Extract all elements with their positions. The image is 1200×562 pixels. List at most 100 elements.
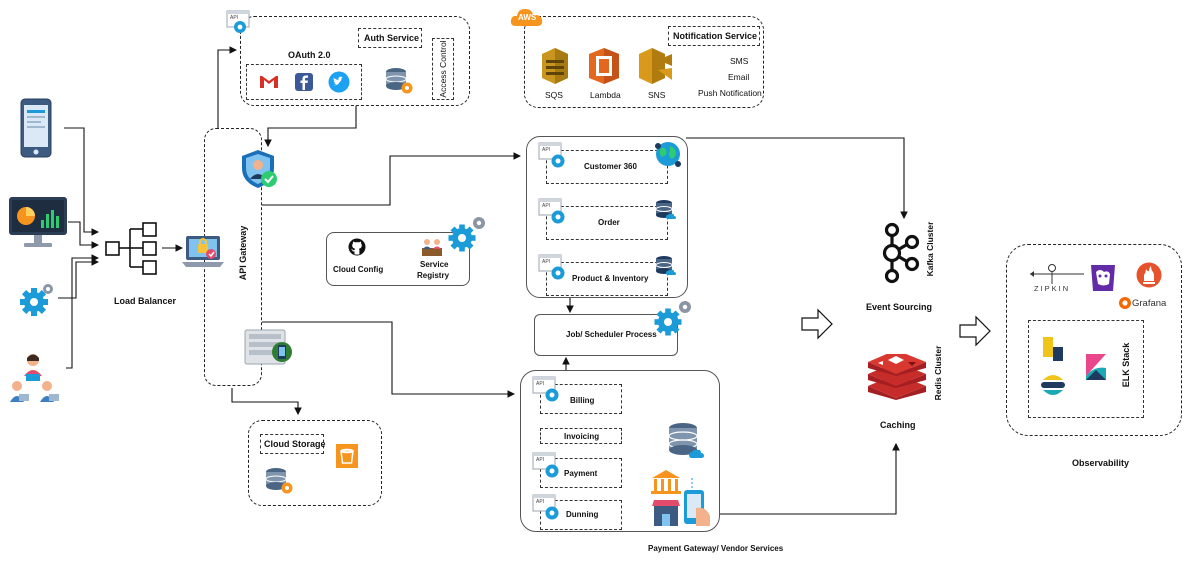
- twitter-logo: [328, 71, 350, 93]
- grafana-icon: [1119, 297, 1131, 309]
- scheduler-gears: [652, 296, 696, 338]
- load-balancer-label: Load Balancer: [114, 296, 177, 306]
- beats-icon: [1043, 337, 1063, 361]
- payment-gateway-icons: [648, 468, 714, 530]
- datadog-icon: [1091, 265, 1115, 291]
- users-icon: [10, 354, 59, 402]
- product-inventory-label: Product & Inventory: [572, 274, 649, 283]
- gmail-logo: [258, 72, 280, 92]
- caching-label: Caching: [880, 420, 916, 430]
- config-registry-container: [326, 232, 470, 286]
- grafana-logo: [1118, 296, 1132, 310]
- auth-api-tag: API: [226, 10, 254, 36]
- database-cloud-icon: [655, 256, 676, 275]
- billing-api-tag: API: [532, 376, 562, 404]
- service-customer-360: [546, 150, 668, 184]
- twitter-icon: [328, 71, 350, 93]
- sns-icon: [639, 48, 672, 84]
- gateway-laptop: [180, 226, 226, 272]
- kafka-cluster-label: Kafka Cluster: [925, 221, 935, 277]
- gateway-server: [244, 328, 296, 368]
- storage-database: [264, 466, 296, 496]
- kafka-logo: [876, 222, 920, 284]
- kibana-logo: [1084, 352, 1108, 382]
- laptop-lock-icon: [182, 236, 224, 267]
- channel-sms: SMS: [730, 56, 749, 66]
- api-window-icon: [538, 254, 565, 280]
- order-api-label: API: [542, 203, 551, 209]
- event-sourcing-label: Event Sourcing: [866, 302, 933, 312]
- dunning-box: [540, 500, 622, 530]
- gmail-icon: [260, 76, 278, 88]
- github-logo: [348, 238, 366, 256]
- database-cloud-icon: [655, 200, 676, 219]
- service-registry-label-1: Service: [420, 260, 449, 269]
- notification-title: Notification Service: [673, 31, 758, 41]
- invoicing-box: [540, 428, 622, 444]
- prometheus-logo: [1136, 262, 1162, 288]
- sqs-label: SQS: [545, 90, 563, 100]
- order-label: Order: [598, 218, 620, 227]
- payment-label: Payment: [564, 469, 598, 478]
- client-service: [18, 280, 56, 318]
- bank-shop-mobile-icon: [651, 470, 710, 526]
- billing-api-label: API: [536, 381, 545, 387]
- customer-360-label: Customer 360: [584, 162, 637, 171]
- scheduler-label: Job/ Scheduler Process: [566, 330, 657, 339]
- service-product-inventory: [546, 262, 668, 296]
- product-database: [654, 254, 678, 278]
- order-database: [654, 198, 678, 222]
- client-users: [6, 352, 66, 406]
- oauth-label: OAuth 2.0: [288, 50, 331, 60]
- api-window-icon: [538, 198, 565, 224]
- facebook-logo: [294, 72, 314, 92]
- service-order: [546, 206, 668, 240]
- auth-service-title-box: [358, 28, 422, 48]
- aws-cloud-icon: [510, 9, 543, 26]
- server-rack-icon: [244, 329, 292, 365]
- notification-container: [524, 16, 764, 108]
- auth-database: [384, 66, 416, 96]
- auth-service-container: [240, 16, 470, 106]
- aws-badge: AWS: [510, 6, 544, 28]
- desktop-dashboard-icon: [9, 197, 67, 247]
- gears-icon: [654, 301, 691, 336]
- sqs-icon: [542, 48, 568, 84]
- elk-stack-label: ELK Stack: [1121, 342, 1131, 388]
- api-window-icon: [532, 376, 559, 402]
- observability-container: [1006, 244, 1182, 436]
- observability-label: Observability: [1072, 458, 1130, 468]
- elk-stack-box: [1028, 320, 1144, 418]
- invoicing-label: Invoicing: [564, 432, 600, 441]
- auth-service-title: Auth Service: [364, 33, 420, 43]
- datadog-logo: [1088, 262, 1118, 294]
- grafana-label: Grafana: [1132, 298, 1167, 309]
- elasticsearch-icon: [1041, 375, 1065, 395]
- api-window-icon: [538, 142, 565, 168]
- database-cloud-icon: [668, 423, 704, 458]
- api-window-icon: [532, 494, 559, 520]
- order-api-tag: API: [538, 198, 568, 226]
- customer-api-tag: API: [538, 142, 568, 170]
- auth-api-label: API: [230, 15, 239, 21]
- redis-logo: [866, 350, 928, 400]
- mobile-phone-icon: [20, 98, 52, 158]
- elasticsearch-logo: [1040, 372, 1066, 398]
- sns-label: SNS: [648, 90, 666, 100]
- zipkin-icon: [1030, 264, 1084, 284]
- load-balancer: [98, 220, 164, 280]
- api-window-icon: [532, 452, 559, 478]
- notification-title-box: [668, 26, 760, 46]
- api-gateway-label: API Gateway: [238, 225, 248, 281]
- dunning-label: Dunning: [566, 510, 599, 519]
- gear-icon: [20, 284, 53, 316]
- payment-box: [540, 458, 622, 488]
- redis-cluster-label: Redis Cluster: [933, 345, 943, 401]
- storage-bucket: [336, 444, 358, 468]
- access-control-label: Access Control: [438, 40, 448, 98]
- gateway-shield: [238, 148, 280, 190]
- load-balancer-icon: [105, 222, 157, 275]
- database-gear-icon: [265, 468, 293, 494]
- gears-icon: [448, 217, 485, 252]
- service-registry-logo: [420, 236, 444, 258]
